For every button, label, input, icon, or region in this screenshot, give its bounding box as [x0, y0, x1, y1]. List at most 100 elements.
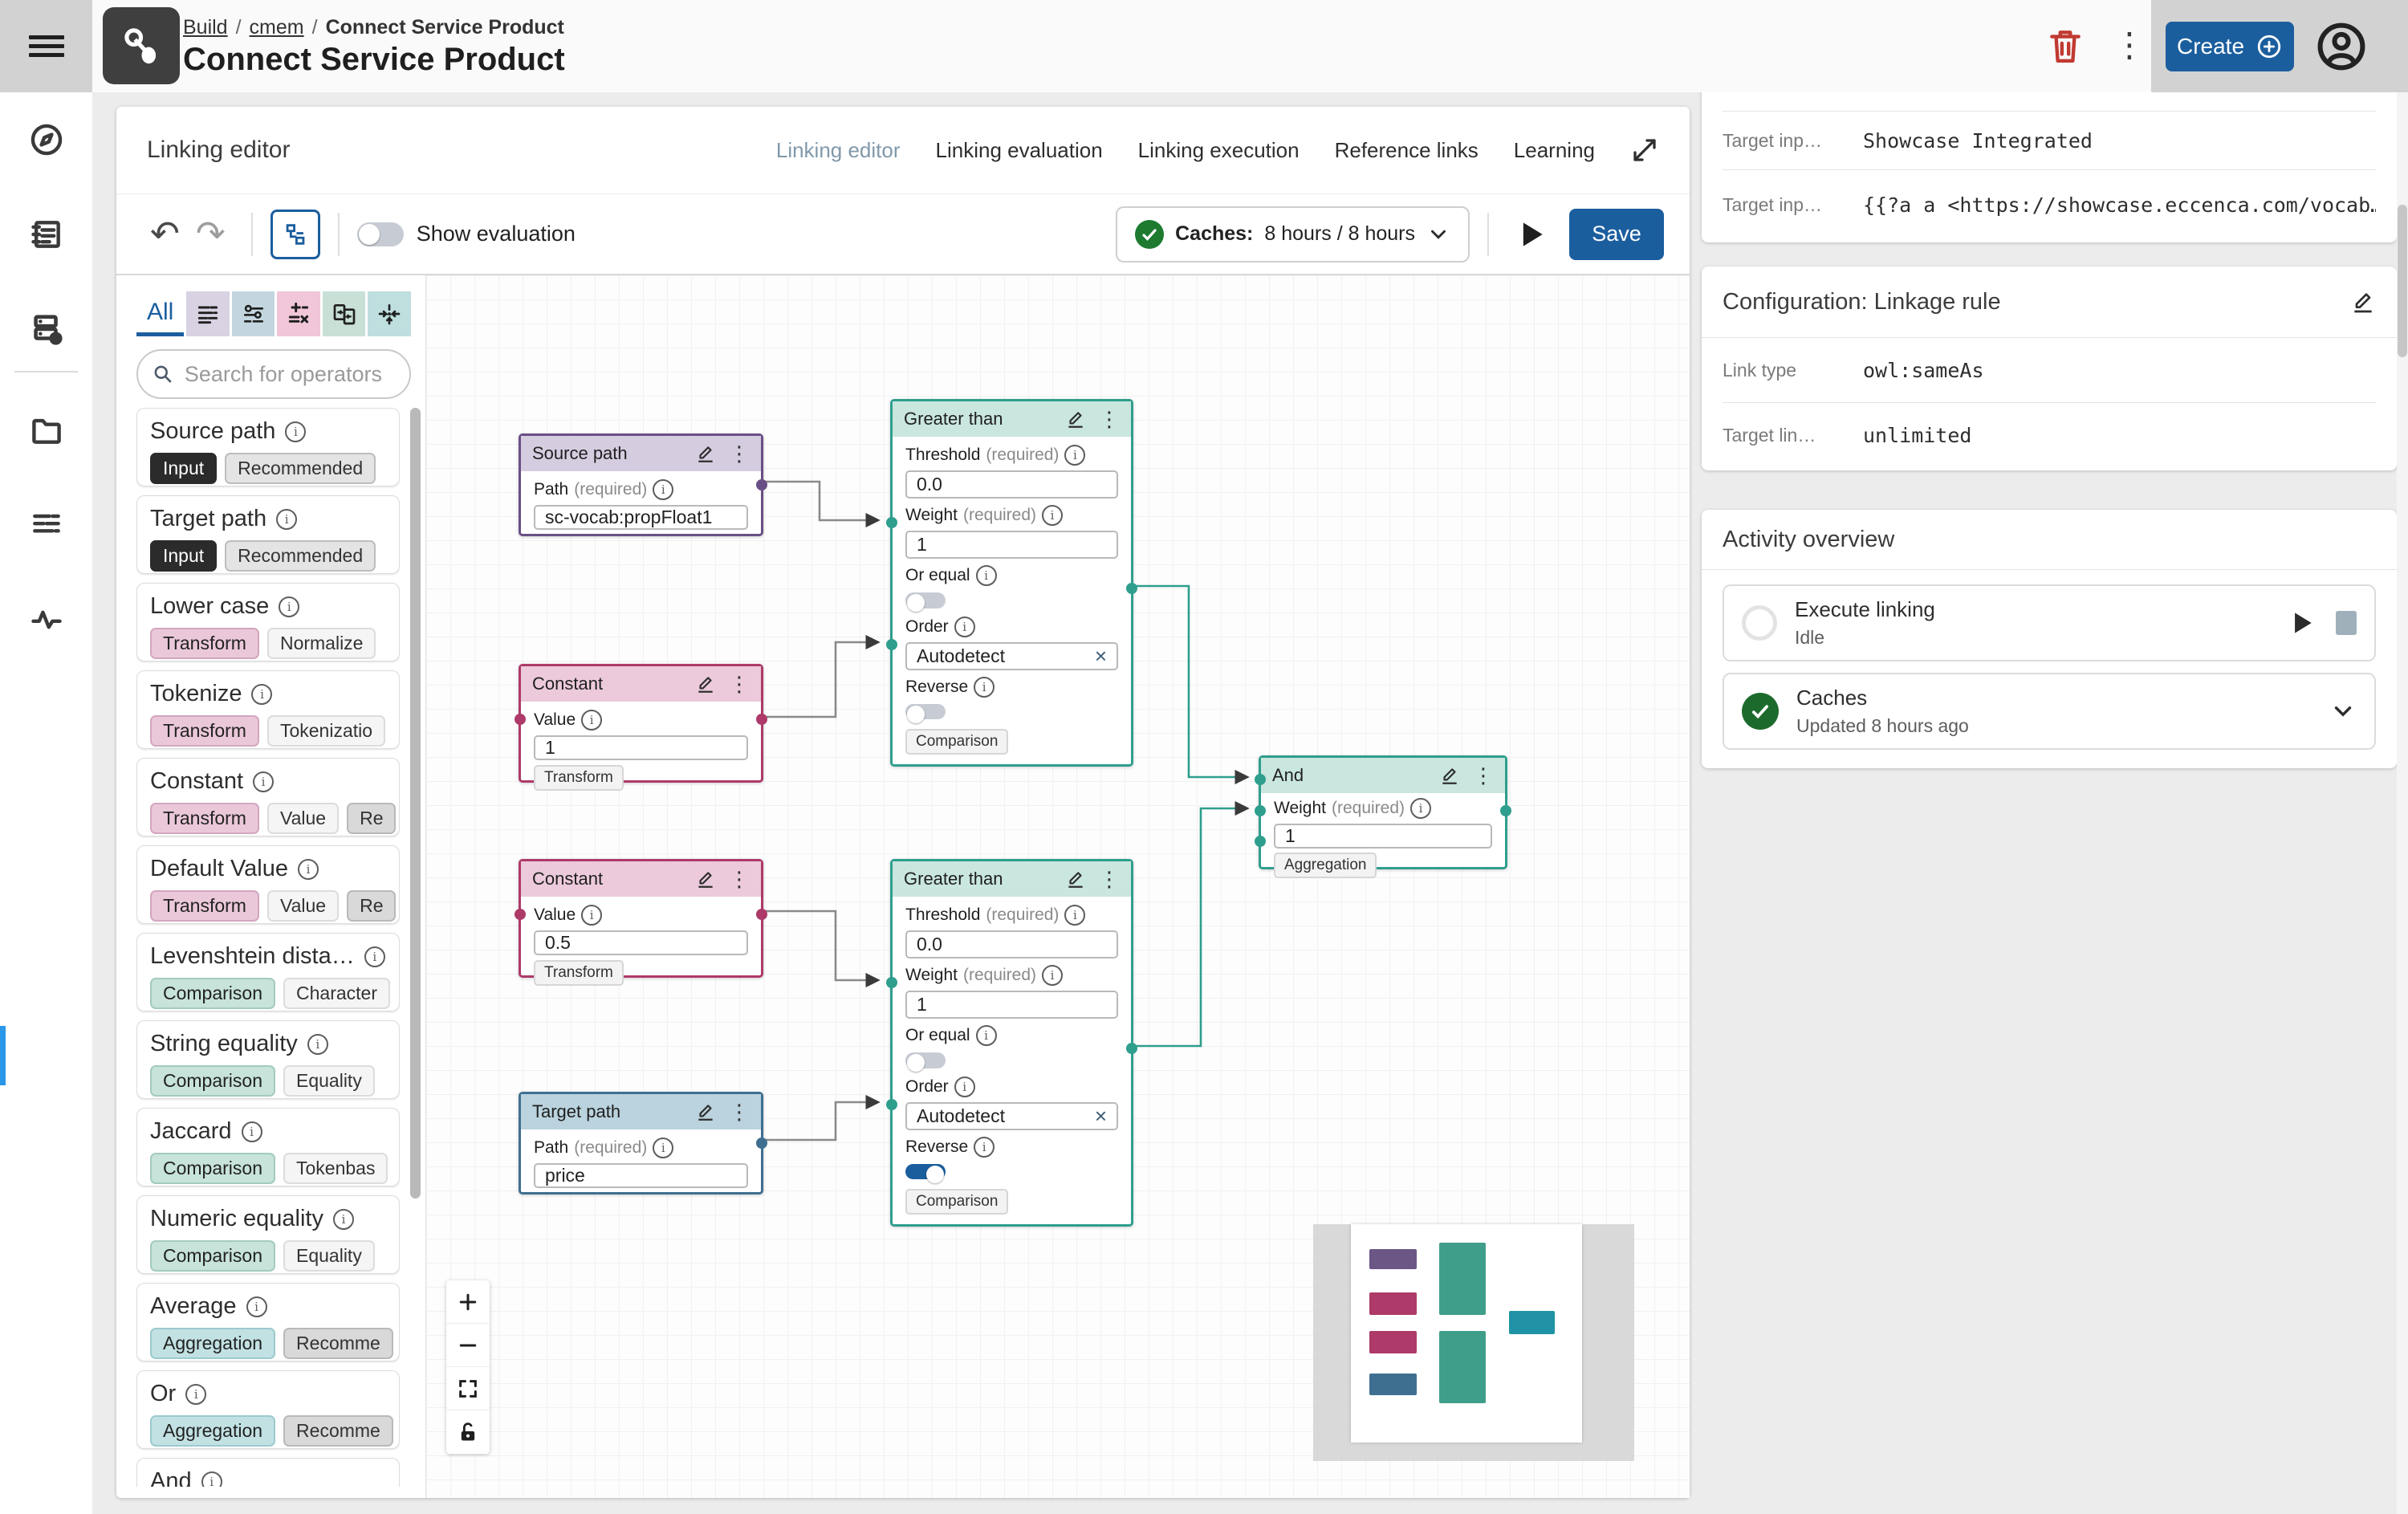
output-port[interactable] [1500, 805, 1511, 816]
save-button[interactable]: Save [1569, 208, 1664, 260]
order-input[interactable]: Autodetect× [905, 641, 1118, 670]
info-icon[interactable] [279, 596, 300, 617]
edit-icon[interactable] [1439, 765, 1460, 786]
filter-tab-comparison[interactable] [277, 291, 320, 336]
more-menu-button[interactable]: ⋮ [2113, 26, 2146, 63]
delete-button[interactable] [2045, 26, 2085, 66]
reverse-toggle[interactable] [905, 703, 946, 723]
info-icon[interactable] [285, 421, 307, 442]
tab-linking-editor[interactable]: Linking editor [775, 137, 901, 162]
info-icon[interactable] [653, 1138, 674, 1158]
tab-linking-execution[interactable]: Linking execution [1137, 137, 1300, 162]
output-port[interactable] [1126, 583, 1137, 594]
info-icon[interactable] [307, 1033, 328, 1055]
threshold-input[interactable]: 0.0 [905, 930, 1118, 959]
input-port[interactable] [886, 517, 897, 528]
operator-search[interactable] [136, 349, 411, 399]
tab-reference-links[interactable]: Reference links [1334, 137, 1479, 162]
info-icon[interactable] [975, 1025, 997, 1047]
info-icon[interactable] [246, 1296, 267, 1317]
info-icon[interactable] [1042, 965, 1064, 987]
info-icon[interactable] [1064, 445, 1086, 466]
input-port[interactable] [1255, 805, 1266, 816]
lock-button[interactable] [446, 1410, 490, 1454]
info-icon[interactable] [974, 676, 995, 698]
node-source-path[interactable]: Source path ⋮ Path(required) sc-vocab:pr… [519, 433, 767, 536]
order-input[interactable]: Autodetect× [905, 1101, 1118, 1130]
filter-tab-aggregation[interactable] [322, 291, 366, 336]
threshold-input[interactable]: 0.0 [905, 470, 1118, 499]
path-input[interactable]: price [534, 1163, 748, 1188]
user-avatar-icon[interactable] [2315, 20, 2368, 73]
input-port[interactable] [1255, 774, 1266, 785]
operator-list-scrollbar[interactable] [410, 408, 421, 1199]
info-icon[interactable] [1410, 798, 1432, 819]
info-icon[interactable] [297, 858, 319, 880]
scrollbar-thumb[interactable] [2398, 205, 2407, 357]
menu-button[interactable] [0, 0, 92, 92]
info-icon[interactable] [954, 616, 975, 637]
create-button[interactable]: Create [2166, 21, 2294, 71]
caches-dropdown[interactable]: Caches: 8 hours / 8 hours [1116, 206, 1470, 263]
output-port[interactable] [1126, 1043, 1137, 1054]
or-equal-toggle[interactable] [905, 1052, 946, 1072]
rule-canvas[interactable]: Source path ⋮ Path(required) sc-vocab:pr… [425, 275, 1690, 1498]
info-icon[interactable] [581, 710, 603, 731]
node-menu-icon[interactable]: ⋮ [1099, 867, 1120, 891]
node-menu-icon[interactable]: ⋮ [729, 442, 750, 466]
clear-icon[interactable]: × [1094, 643, 1107, 668]
sidebar-item-vocabularies[interactable] [27, 215, 66, 254]
input-port[interactable] [886, 639, 897, 650]
auto-layout-button[interactable] [270, 209, 320, 259]
edit-icon[interactable] [695, 1101, 716, 1122]
filter-tab-converge[interactable] [368, 291, 412, 336]
input-port[interactable] [1255, 836, 1266, 847]
node-menu-icon[interactable]: ⋮ [729, 1100, 750, 1124]
info-icon[interactable] [332, 1208, 354, 1230]
input-port[interactable] [886, 977, 897, 988]
sidebar-item-queries[interactable] [27, 310, 66, 348]
start-activity-button[interactable] [2286, 608, 2316, 638]
node-constant-1[interactable]: Constant ⋮ Value 1 Transform [515, 664, 767, 791]
filter-tab-transform[interactable] [231, 291, 275, 336]
app-logo[interactable] [103, 7, 180, 84]
info-icon[interactable] [201, 1471, 222, 1487]
node-menu-icon[interactable]: ⋮ [1099, 407, 1120, 431]
zoom-out-button[interactable] [446, 1324, 490, 1367]
output-port[interactable] [756, 714, 767, 725]
minimap[interactable] [1313, 1224, 1634, 1461]
expand-icon[interactable] [1630, 136, 1659, 165]
edit-icon[interactable] [1065, 409, 1086, 429]
edit-icon[interactable] [695, 443, 716, 464]
input-port[interactable] [515, 714, 526, 725]
chevron-down-icon[interactable] [2329, 698, 2357, 725]
sidebar-item-datasets[interactable] [27, 506, 66, 544]
edit-icon[interactable] [2350, 289, 2376, 315]
show-evaluation-toggle[interactable] [356, 222, 404, 246]
info-icon[interactable] [253, 771, 275, 792]
info-icon[interactable] [1064, 905, 1086, 926]
reverse-toggle[interactable] [905, 1163, 946, 1183]
output-port[interactable] [756, 479, 767, 490]
info-icon[interactable] [974, 1136, 995, 1158]
tab-learning[interactable]: Learning [1513, 137, 1595, 162]
zoom-in-button[interactable] [446, 1280, 490, 1324]
node-target-path[interactable]: Target path ⋮ Path(required) price [519, 1092, 767, 1195]
redo-button[interactable]: ↷ [195, 214, 226, 254]
output-port[interactable] [756, 909, 767, 920]
info-icon[interactable] [653, 479, 674, 500]
value-input[interactable]: 0.5 [534, 930, 748, 955]
edit-icon[interactable] [695, 674, 716, 694]
undo-button[interactable]: ↶ [150, 214, 180, 254]
node-greater-than-1[interactable]: Greater than ⋮ Threshold(required) 0.0 W… [886, 399, 1137, 767]
value-input[interactable]: 1 [534, 735, 748, 760]
